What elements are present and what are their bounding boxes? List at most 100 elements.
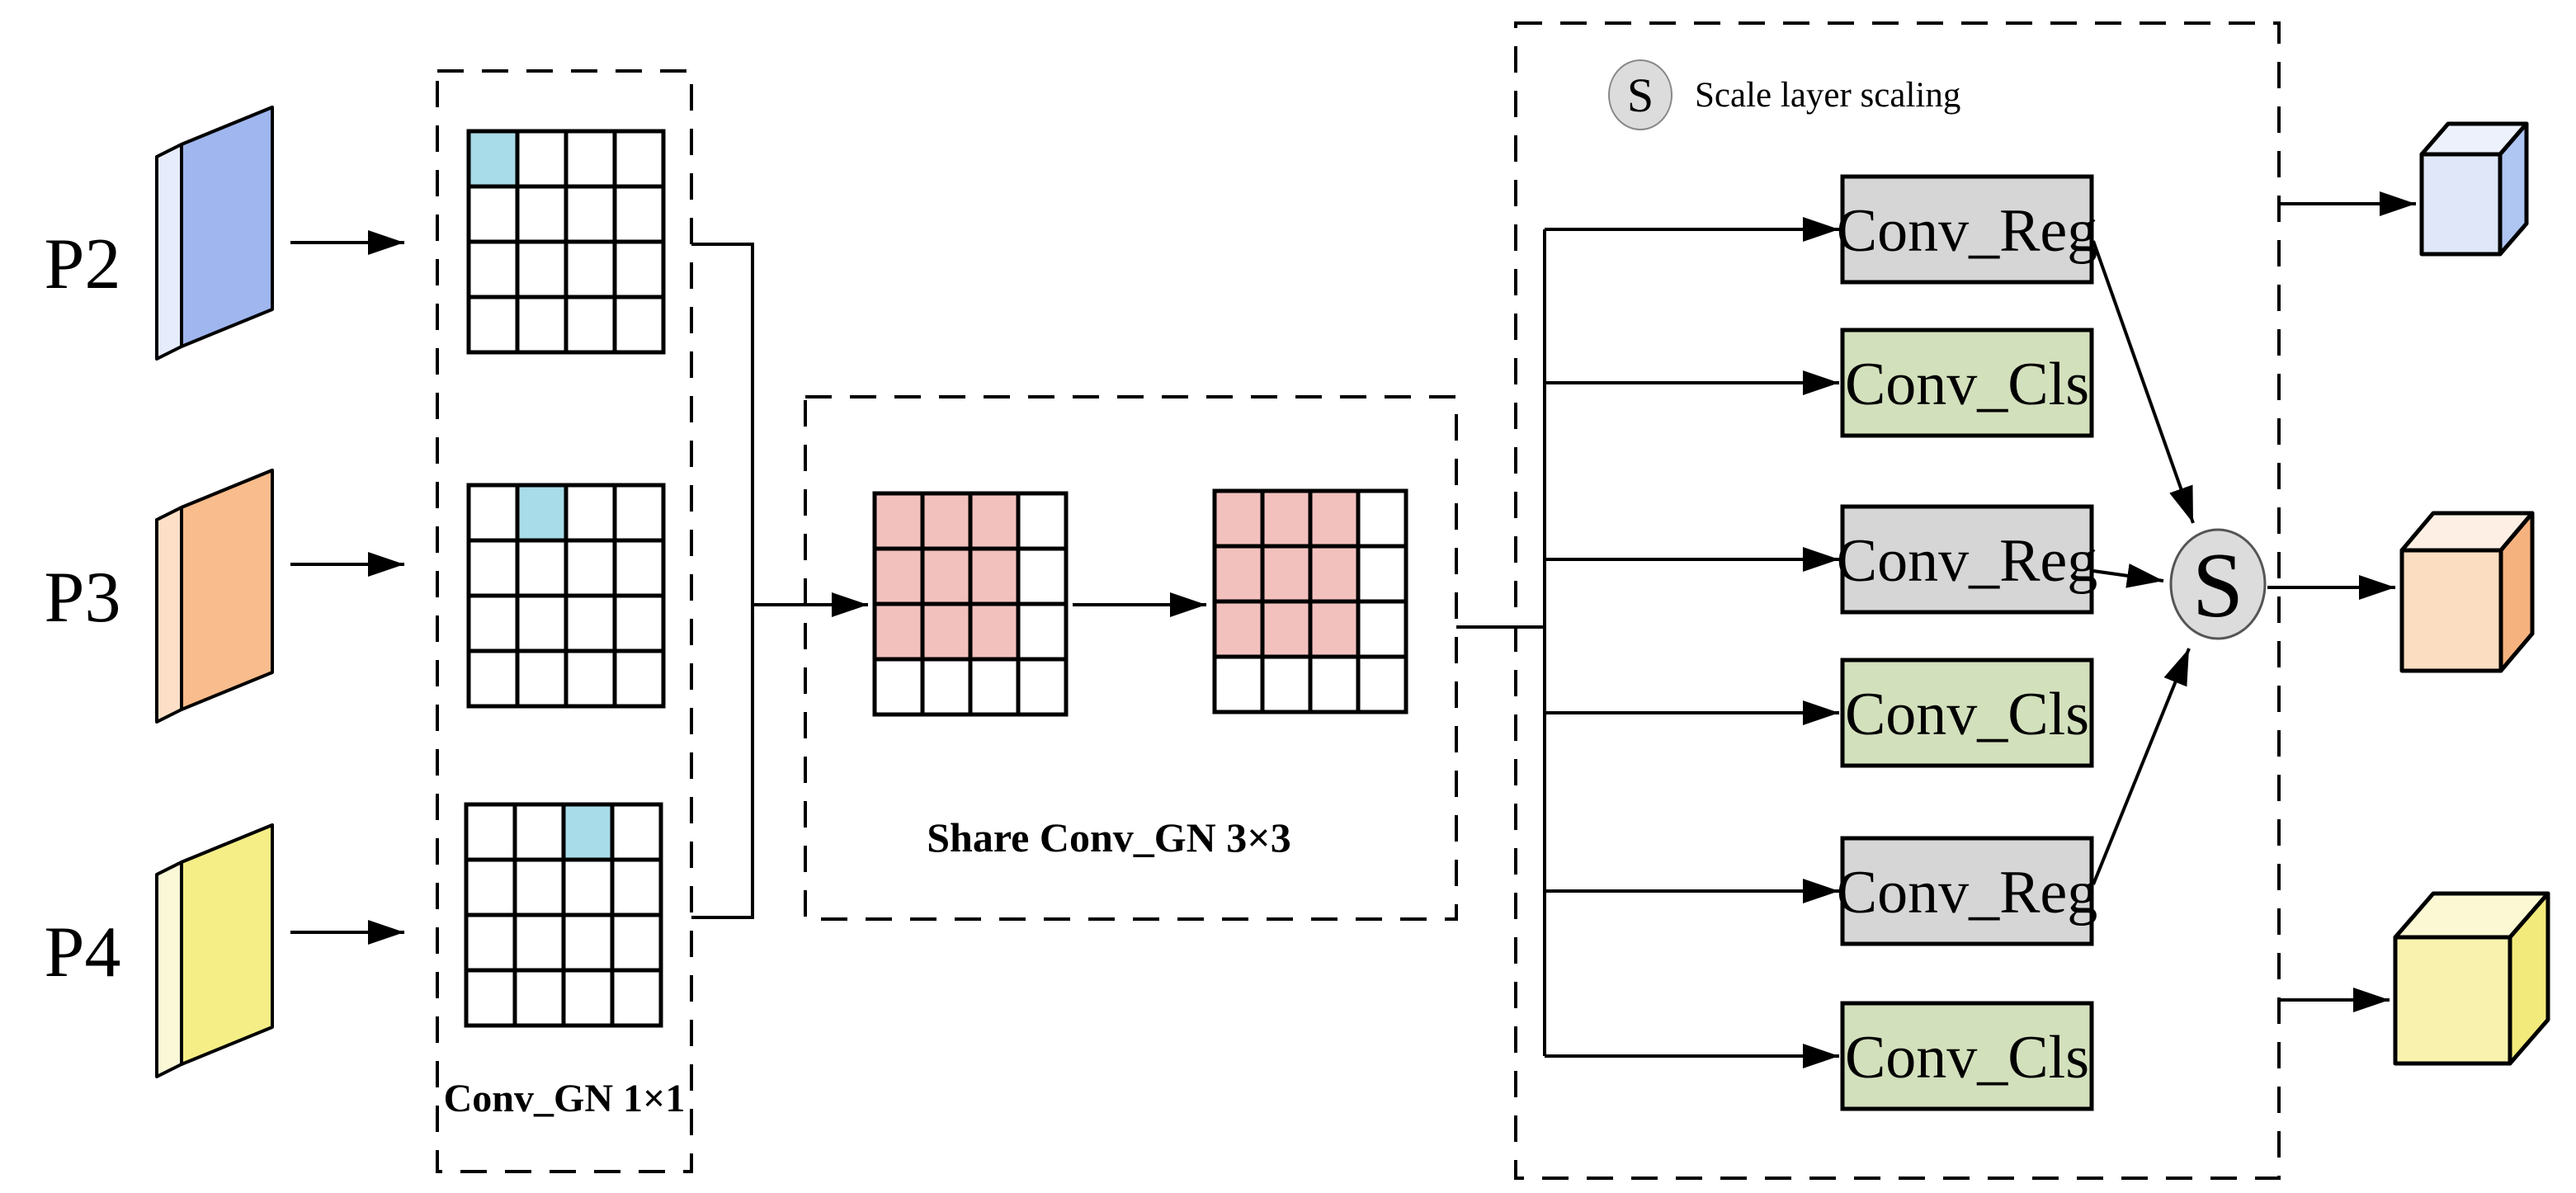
slab-front-face (180, 469, 274, 711)
grid-cell (1308, 654, 1361, 714)
head-boxes: Conv_RegConv_ClsConv_RegConv_ClsConv_Reg… (1837, 174, 2098, 1111)
grid-cell (515, 129, 569, 189)
grid-cell (466, 295, 520, 355)
input-label-p2: P2 (45, 224, 121, 304)
grid-cell (612, 648, 666, 709)
grid-cell (466, 538, 520, 598)
merge-bus-line (691, 243, 754, 919)
grid-cell (612, 239, 666, 299)
arrow-reg3-to-scale (2092, 648, 2191, 885)
grid-cell (612, 184, 666, 244)
grid-cell (1356, 544, 1408, 604)
head-dashed-box (1514, 21, 2281, 1180)
slab-side-face (155, 143, 183, 361)
grid-cell (610, 968, 663, 1028)
grid-cell (515, 648, 569, 709)
share-grids (872, 488, 1408, 717)
legend-scale-symbol: S (1627, 68, 1654, 122)
conv1-grids (464, 129, 666, 1028)
output-cube-small (2419, 121, 2529, 257)
grid-cell (466, 648, 520, 709)
conv-reg-box-1: Conv_Reg (1837, 174, 2098, 285)
scale-node: S (2169, 528, 2267, 640)
outputs-section (2267, 121, 2550, 1066)
feature-slab-p3 (155, 469, 274, 724)
grid-cell (515, 538, 569, 598)
unit-grid-p2 (466, 129, 666, 355)
grid-cell (1016, 657, 1069, 717)
grid-cell (464, 968, 517, 1028)
arrow-reg2-to-scale (2092, 563, 2164, 588)
conv-box-rect (1840, 328, 2094, 438)
grid-cell (872, 491, 925, 551)
grid-cell (1260, 654, 1313, 714)
kernel-grid-1 (872, 491, 1069, 717)
grid-cell (564, 129, 617, 189)
conv-box-rect (1840, 1001, 2094, 1111)
grid-cell (466, 593, 520, 653)
grid-cell (1016, 546, 1069, 606)
conv-box-label: Conv_Reg (1837, 859, 2098, 927)
conv-reg-box-3: Conv_Reg (1837, 836, 2098, 946)
scale-legend: S Scale layer scaling (1608, 59, 1960, 130)
grid-cell (1308, 488, 1361, 549)
kernel-grid-2 (1212, 488, 1408, 714)
grid-cell (466, 184, 520, 244)
grid-cell (968, 657, 1021, 717)
arrow-reg1-to-scale (2092, 240, 2195, 524)
grid-cell (872, 657, 925, 717)
feature-slab-p4 (155, 823, 274, 1078)
grid-cell (1260, 599, 1313, 659)
grid-cell (564, 648, 617, 709)
grid-cell (1260, 488, 1313, 549)
grid-cell (515, 593, 569, 653)
grid-cell (920, 601, 973, 662)
grid-cell (466, 129, 520, 189)
conv-box-label: Conv_Cls (1845, 681, 2089, 748)
conv-cls-box-2: Conv_Cls (1840, 658, 2094, 768)
conv-box-label: Conv_Reg (1837, 197, 2098, 265)
grid-cell (612, 538, 666, 598)
output-cube-large (2393, 891, 2550, 1066)
grid-cell (512, 802, 566, 862)
grid-cell (968, 601, 1021, 662)
grid-cell (1356, 488, 1408, 549)
conv-box-label: Conv_Reg (1837, 527, 2098, 595)
grid-cell (1356, 599, 1408, 659)
grid-cell (1016, 601, 1069, 662)
conv-box-label: Conv_Cls (1845, 1024, 2089, 1092)
conv-box-label: Conv_Cls (1845, 351, 2089, 418)
unit-grid-p4 (464, 802, 663, 1028)
output-cube-medium (2399, 511, 2535, 673)
grid-cell (920, 491, 973, 551)
grid-cell (1212, 654, 1265, 714)
grid-cell (512, 968, 566, 1028)
grid-cell (612, 593, 666, 653)
grid-cell (561, 802, 615, 862)
conv1-merge-connector (691, 243, 868, 919)
cube-front-face (2419, 152, 2503, 257)
grid-cell (1212, 599, 1265, 659)
conv-cls-box-1: Conv_Cls (1840, 328, 2094, 438)
grid-cell (464, 912, 517, 973)
grid-cell (968, 546, 1021, 606)
grid-cell (512, 857, 566, 917)
conv-reg-box-2: Conv_Reg (1837, 504, 2098, 615)
slab-side-face (155, 506, 183, 724)
conv-box-rect (1840, 658, 2094, 768)
grid-cell (564, 593, 617, 653)
grid-cell (564, 538, 617, 598)
cube-front-face (2399, 548, 2503, 673)
feature-slab-p2 (155, 106, 274, 361)
grid-cell (515, 295, 569, 355)
conv-box-rect (1840, 504, 2094, 615)
share-section: Share Conv_GN 3×3 (804, 395, 1458, 921)
unit-grid-p3 (466, 483, 666, 709)
grid-cell (1212, 488, 1265, 549)
grid-cell (1016, 491, 1069, 551)
slab-front-face (180, 106, 274, 348)
grid-cell (610, 912, 663, 973)
grid-cell (610, 802, 663, 862)
grid-cell (564, 295, 617, 355)
scale-node-circle (2169, 528, 2267, 640)
